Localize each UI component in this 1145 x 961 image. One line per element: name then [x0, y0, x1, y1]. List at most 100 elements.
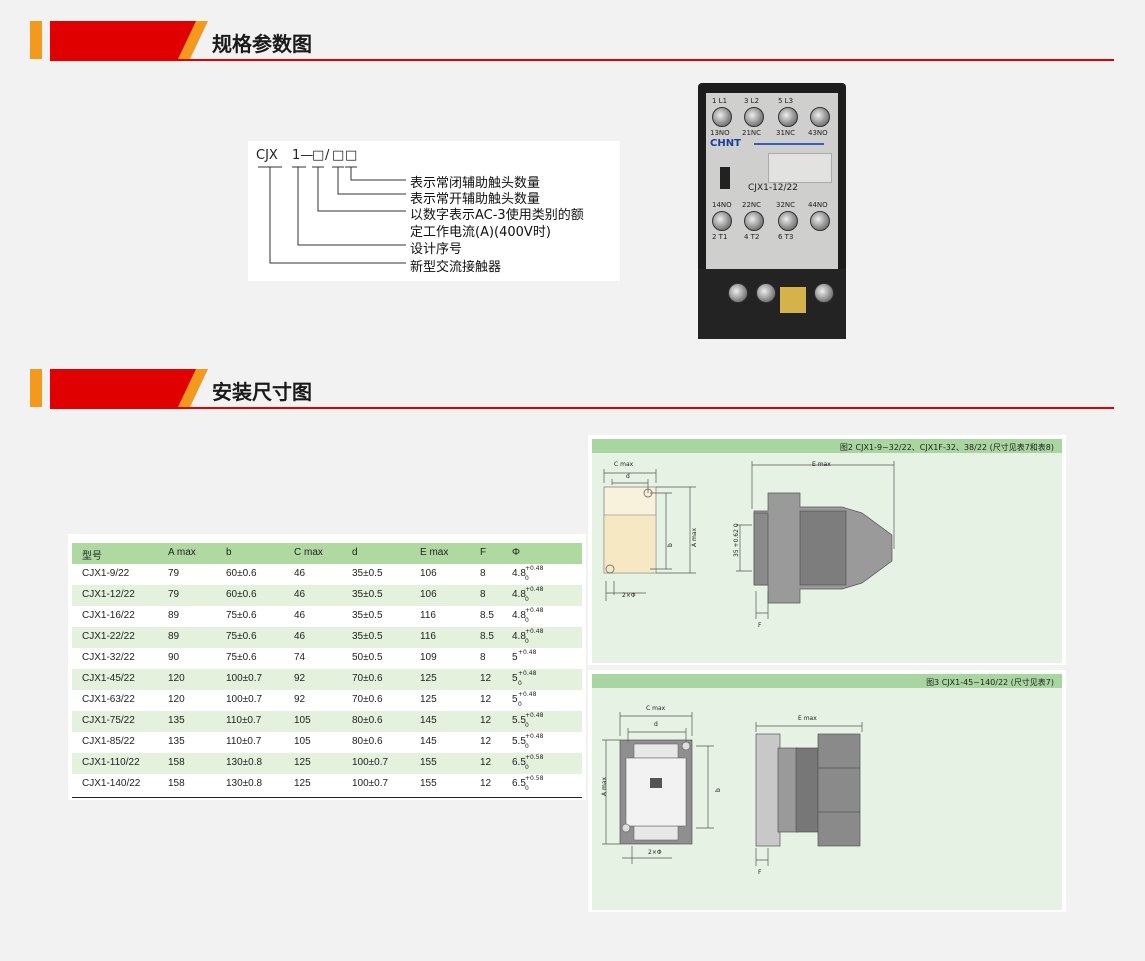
tolerance-lower: 0 [525, 722, 529, 729]
dim-hole-label: 2×Φ [648, 849, 662, 856]
screw-icon [744, 211, 764, 231]
table-cell: 75±0.6 [226, 610, 257, 621]
col-f: F [480, 547, 487, 558]
table-cell: 8.5 [480, 631, 494, 642]
table-cell: 50±0.5 [352, 652, 383, 663]
table-cell: 8 [480, 652, 486, 663]
table-cell: 135 [168, 736, 185, 747]
brand-logo: CHNT [710, 138, 741, 149]
table-cell: 46 [294, 568, 306, 579]
table-cell: CJX1-85/22 [82, 736, 135, 747]
table-cell: 105 [294, 736, 311, 747]
table-cell: 155 [420, 778, 437, 789]
table-cell: 12 [480, 757, 492, 768]
table-cell: 6.5 [512, 757, 526, 768]
table-cell: CJX1-12/22 [82, 589, 135, 600]
tolerance-lower: 0 [525, 743, 529, 750]
table-cell: 79 [168, 589, 180, 600]
tolerance-upper: +0.48 [525, 733, 544, 740]
tolerance-upper: +0.48 [518, 670, 537, 677]
dim-c-label: C max [614, 461, 634, 468]
col-phi: Φ [512, 547, 520, 558]
table-cell: 5.5 [512, 736, 526, 747]
coil-label [780, 287, 806, 313]
table-cell: 80±0.6 [352, 715, 383, 726]
tolerance-upper: +0.48 [525, 586, 544, 593]
col-b: b [226, 547, 232, 558]
table-cell: 100±0.7 [352, 778, 389, 789]
legend-nc-count: 表示常闭辅助触头数量 [410, 176, 541, 191]
table-cell: 100±0.7 [352, 757, 389, 768]
screw-icon [810, 211, 830, 231]
table-cell: CJX1-63/22 [82, 694, 135, 705]
table-cell: 92 [294, 694, 306, 705]
screw-icon [744, 107, 764, 127]
header-underline [50, 407, 1114, 409]
label-window [768, 153, 832, 183]
table-cell: 60±0.6 [226, 568, 257, 579]
table-cell: 125 [294, 757, 311, 768]
tolerance-lower: 0 [525, 575, 529, 582]
code-series: 1— [292, 148, 314, 163]
table-cell: 125 [420, 673, 437, 684]
table-cell: CJX1-16/22 [82, 610, 135, 621]
table-cell: CJX1-9/22 [82, 568, 130, 579]
product-photo: 1 L1 3 L2 5 L3 13NO 21NC 31NC 43NO 14NO … [698, 83, 846, 339]
dim-d-label: d [654, 721, 658, 728]
dim-side-label: 35 +0.62 0 [733, 523, 740, 557]
tolerance-upper: +0.58 [525, 754, 544, 761]
model-text: CJX1-12/22 [748, 183, 799, 193]
terminal-label: 6 T3 [778, 233, 794, 241]
col-model: 型号 [82, 551, 102, 562]
dim-e-label: E max [812, 461, 831, 468]
table-cell: 120 [168, 694, 185, 705]
table-cell: CJX1-32/22 [82, 652, 135, 663]
header-red-block [50, 369, 200, 407]
tolerance-upper: +0.48 [518, 691, 537, 698]
table-cell: 89 [168, 610, 180, 621]
table-cell: 46 [294, 589, 306, 600]
tolerance-lower: 0 [525, 617, 529, 624]
tolerance-lower: 0 [525, 785, 529, 792]
table-cell: CJX1-22/22 [82, 631, 135, 642]
table-cell: 35±0.5 [352, 610, 383, 621]
table-cell: 35±0.5 [352, 631, 383, 642]
screw-icon [778, 211, 798, 231]
figure-2-caption-bar: 图2 CJX1-9~32/22、CJX1F-32、38/22 (尺寸见表7和表8… [592, 439, 1062, 453]
screw-icon [756, 283, 776, 303]
tolerance-lower: 0 [525, 596, 529, 603]
contact-label: 21NC [742, 129, 762, 137]
legend-current-2: 定工作电流(A)(400V时) [410, 225, 551, 240]
table-cell: 110±0.7 [226, 715, 262, 726]
contact-label: 14NO [712, 201, 732, 209]
table-cell: 35±0.5 [352, 589, 383, 600]
section-title: 规格参数图 [212, 32, 312, 56]
header-underline [50, 59, 1114, 61]
table-cell: 155 [420, 757, 437, 768]
table-cell: CJX1-75/22 [82, 715, 135, 726]
dim-e-label: E max [798, 715, 817, 722]
figure-2-drawing: C max d b A max E max 2×Φ F 35 +0.62 0 [603, 461, 895, 629]
table-cell: 4.8 [512, 589, 526, 600]
col-a: A max [168, 547, 196, 558]
table-cell: 8 [480, 568, 486, 579]
col-d: d [352, 547, 358, 558]
table-cell: 125 [294, 778, 311, 789]
brand-line [754, 143, 824, 145]
terminal-label: 3 L2 [744, 97, 760, 105]
table-cell: 8 [480, 589, 486, 600]
figure-3: 图3 CJX1-45~140/22 (尺寸见表7) [588, 670, 1066, 912]
table-cell: 5 [512, 694, 518, 705]
contact-label: 43NO [808, 129, 828, 137]
dim-a-label: A max [691, 527, 698, 547]
spec-code-diagram: CJX 1— □ / □ □ 表示常闭辅助触头数量 表示常开辅助触头数量 以数字… [248, 141, 620, 281]
dim-f-label: F [758, 869, 762, 876]
screw-icon [778, 107, 798, 127]
contact-label: 22NC [742, 201, 762, 209]
table-cell: 60±0.6 [226, 589, 257, 600]
screw-icon [810, 107, 830, 127]
